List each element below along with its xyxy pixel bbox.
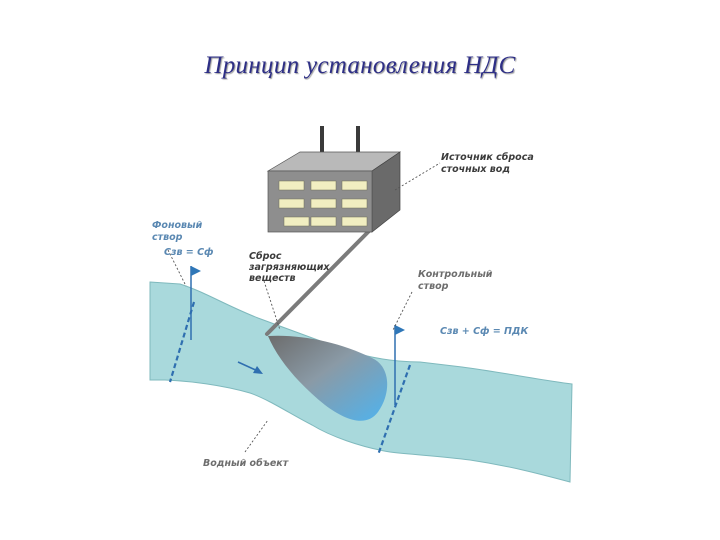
water-body-leader [244,419,269,453]
page-title: Принцип установления НДС [204,52,516,79]
water-body-label: Водный объект [203,458,289,469]
background-section-label: Фоновый створ [152,220,206,243]
pollution-source-building [266,126,402,233]
control-formula: Сзв + Сф = ПДК [440,326,529,337]
flag-icon [394,325,405,405]
control-leader [392,291,413,331]
background-formula: Сзв = Сф [164,247,213,258]
background-section-line [168,301,196,383]
pollution-plume [268,335,388,421]
source-label: Источник сброса сточных вод [441,152,537,175]
building-windows [278,180,368,227]
arrow-icon [237,361,263,374]
flag-icon [190,266,201,340]
control-section-label: Контрольный створ [418,269,496,292]
discharge-pipe [265,224,376,336]
background-leader [167,249,187,287]
source-leader [394,162,441,191]
discharge-leader [263,280,281,331]
discharge-label: Сброс загрязняющих веществ [248,251,333,284]
